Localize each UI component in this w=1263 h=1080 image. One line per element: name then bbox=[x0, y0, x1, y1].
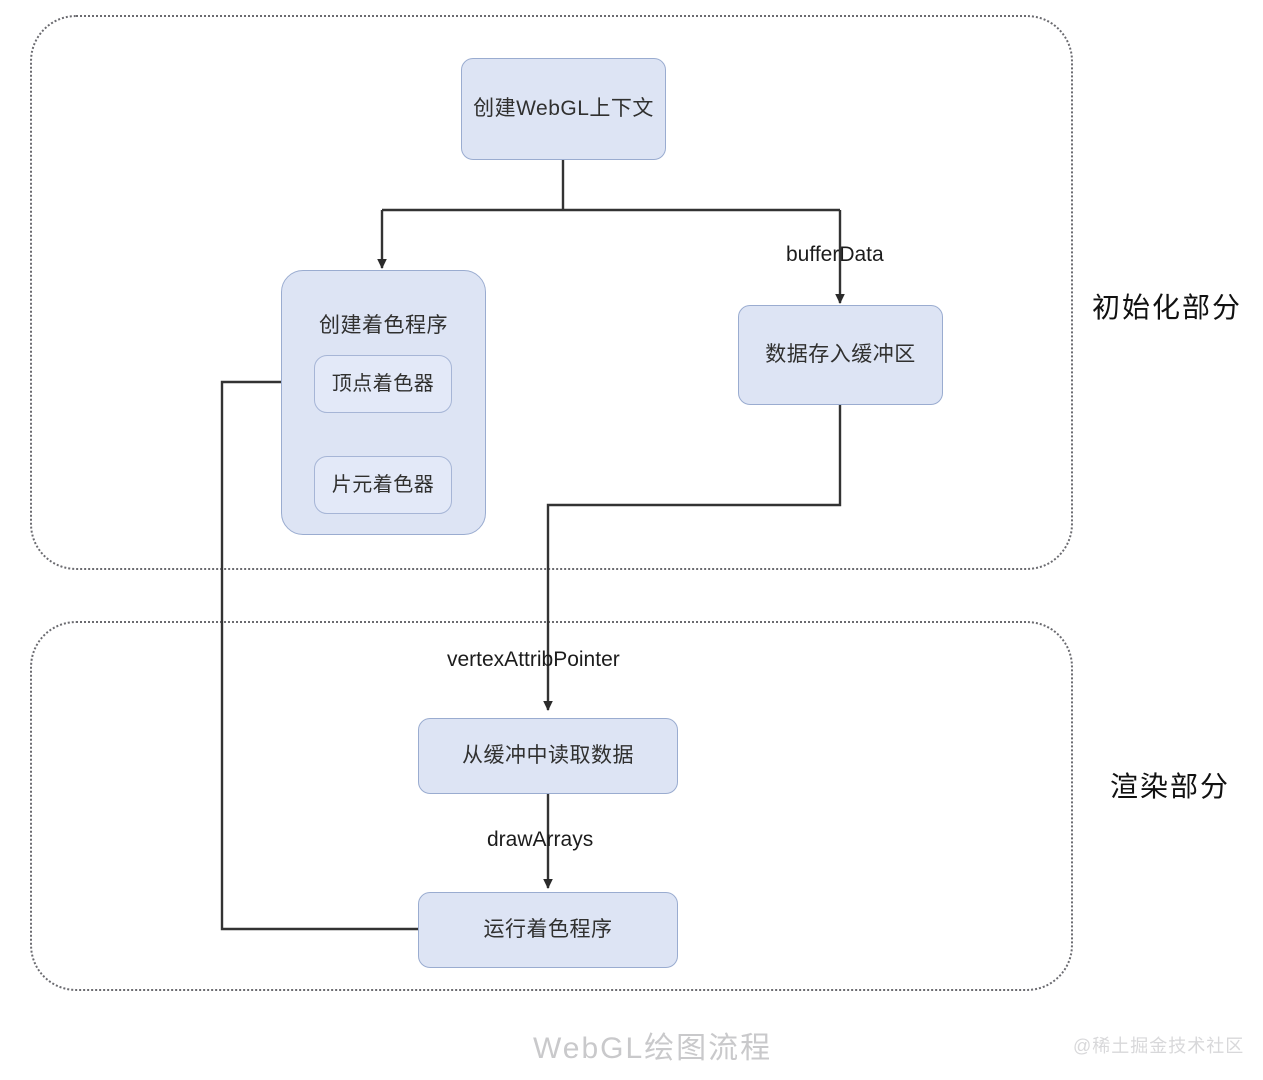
watermark: @稀土掘金技术社区 bbox=[1073, 1036, 1245, 1056]
region-label-rendering: 渲染部分 bbox=[1110, 771, 1231, 802]
node-label: 从缓冲中读取数据 bbox=[462, 744, 634, 768]
node-vertex-shader[interactable]: 顶点着色器 bbox=[314, 355, 452, 413]
diagram-caption: WebGL绘图流程 bbox=[533, 1032, 773, 1065]
node-fragment-shader[interactable]: 片元着色器 bbox=[314, 456, 452, 514]
node-store-data-in-buffer[interactable]: 数据存入缓冲区 bbox=[738, 305, 943, 405]
edge-label-draw-arrays: drawArrays bbox=[487, 828, 594, 851]
region-label-initialization: 初始化部分 bbox=[1092, 292, 1243, 323]
node-label: 数据存入缓冲区 bbox=[765, 343, 916, 367]
edge-label-buffer-data: bufferData bbox=[786, 243, 884, 266]
node-run-shader-program[interactable]: 运行着色程序 bbox=[418, 892, 678, 968]
edge-label-vertex-attrib-pointer: vertexAttribPointer bbox=[447, 648, 620, 671]
node-label: 运行着色程序 bbox=[483, 918, 613, 942]
node-read-from-buffer[interactable]: 从缓冲中读取数据 bbox=[418, 718, 678, 794]
node-label: 创建着色程序 bbox=[319, 314, 448, 337]
node-label: 片元着色器 bbox=[331, 474, 435, 496]
node-label: 创建WebGL上下文 bbox=[473, 97, 654, 121]
node-create-webgl-context[interactable]: 创建WebGL上下文 bbox=[461, 58, 666, 160]
node-label: 顶点着色器 bbox=[331, 373, 435, 395]
